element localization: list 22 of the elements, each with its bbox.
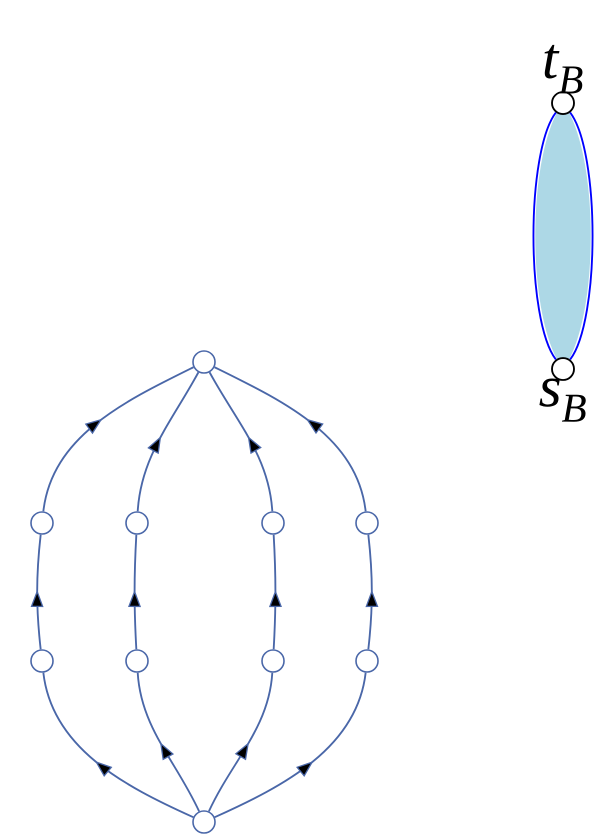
arrow bbox=[214, 366, 367, 512]
arrow bbox=[136, 672, 200, 812]
arrow bbox=[214, 672, 367, 818]
vertex-circle bbox=[30, 649, 54, 673]
vertex-circle bbox=[192, 350, 216, 374]
vertex-circle bbox=[192, 810, 216, 834]
vertex-circle bbox=[261, 649, 285, 673]
arrow bbox=[365, 534, 378, 650]
vertex-circle bbox=[355, 649, 379, 673]
vertex-circle bbox=[125, 649, 149, 673]
arrow bbox=[208, 372, 274, 512]
arrow bbox=[268, 534, 282, 650]
vertex-circle bbox=[355, 511, 379, 535]
vertex-circle bbox=[30, 511, 54, 535]
arrow bbox=[208, 672, 274, 812]
arrow bbox=[42, 672, 194, 818]
vertex-circle bbox=[261, 511, 285, 535]
vertex-label: s$_{B}$ bbox=[539, 378, 586, 422]
vertex-label: t$_{B}$ bbox=[544, 44, 582, 94]
vertex-circle bbox=[125, 511, 149, 535]
arrow bbox=[136, 372, 200, 512]
arrow bbox=[42, 366, 194, 512]
